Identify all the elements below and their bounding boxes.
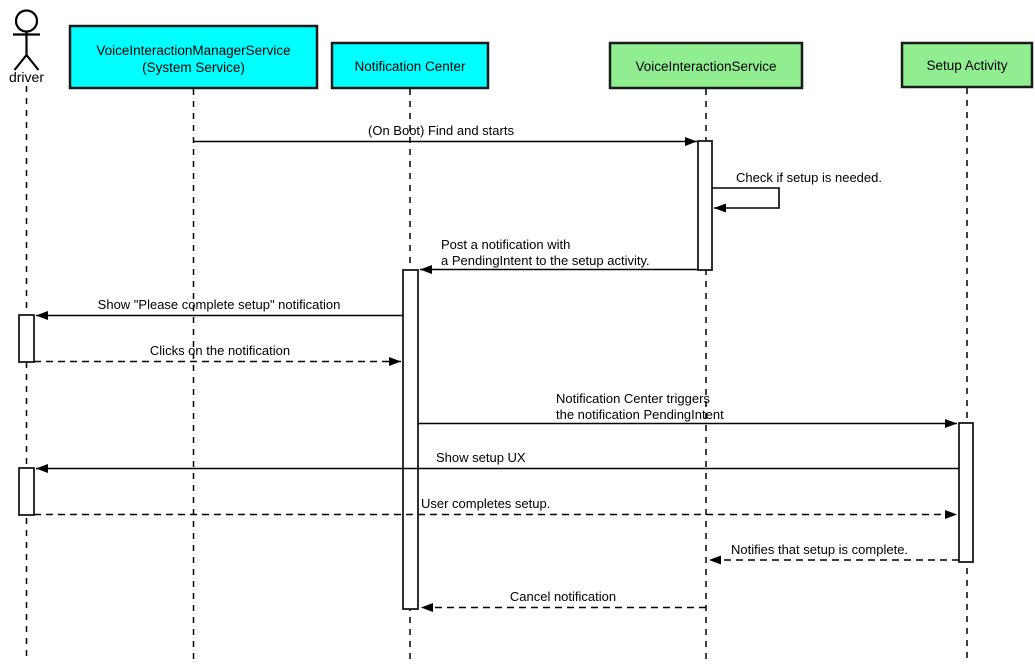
message-label-line2: a PendingIntent to the setup activity. [441,253,650,268]
participant-label-line2: (System Service) [142,60,245,75]
participant-voiceinteractionservice: VoiceInteractionService [608,41,804,90]
participant-label: Setup Activity [926,58,1007,73]
participant-label-line1: VoiceInteractionManagerService [96,43,290,58]
participant-box [68,24,319,90]
activation-bar-setup-activity [958,422,974,563]
lifelines [25,86,968,662]
actor-label: driver [9,69,44,85]
message-user-completes-setup: User completes setup. [34,496,957,519]
message-triggers-pendingintent: Notification Center triggers the notific… [418,391,957,428]
actor-driver: driver [9,9,44,85]
messages: (On Boot) Find and starts Check if setup… [34,123,959,612]
participant-label: Notification Center [354,59,466,74]
participants: VoiceInteractionManagerService (System S… [68,24,1034,90]
message-notifies-setup-complete: Notifies that setup is complete. [709,542,959,565]
message-cancel-notification: Cancel notification [421,589,706,612]
message-label: Clicks on the notification [150,343,290,358]
message-label: User completes setup. [421,496,550,511]
participant-setup-activity: Setup Activity [900,41,1034,89]
message-clicks-on-notification: Clicks on the notification [34,343,401,366]
message-post-notification: Post a notification with a PendingIntent… [420,237,698,274]
message-show-setup-ux: Show setup UX [36,450,959,473]
message-label: Show setup UX [436,450,526,465]
message-label-line1: Notification Center triggers [556,391,710,406]
participant-box [608,41,804,90]
participant-box [330,41,490,90]
participant-box [900,41,1034,89]
message-label: Cancel notification [510,589,616,604]
message-label-line2: the notification PendingIntent [556,407,724,422]
participant-label: VoiceInteractionService [635,59,776,74]
message-label: Notifies that setup is complete. [731,542,908,557]
message-on-boot-find-and-starts: (On Boot) Find and starts [193,123,697,146]
message-label: Check if setup is needed. [736,170,882,185]
activation-bar-voiceinteractionservice [697,140,713,271]
message-show-complete-setup-notification: Show "Please complete setup" notificatio… [36,297,403,320]
message-label-line1: Post a notification with [441,237,570,252]
message-label: (On Boot) Find and starts [368,123,514,138]
participant-notification-center: Notification Center [330,41,490,90]
activation-bar-driver-2 [18,467,35,516]
activation-bars [18,140,974,610]
activation-bar-notification-center [402,269,419,610]
participant-voiceinteractionmanagerservice: VoiceInteractionManagerService (System S… [68,24,319,90]
message-label: Show "Please complete setup" notificatio… [98,297,341,312]
activation-bar-driver-1 [18,314,35,363]
self-message-arrow [712,187,780,213]
message-check-if-setup-needed: Check if setup is needed. [712,170,882,213]
stick-figure-icon [13,9,40,71]
